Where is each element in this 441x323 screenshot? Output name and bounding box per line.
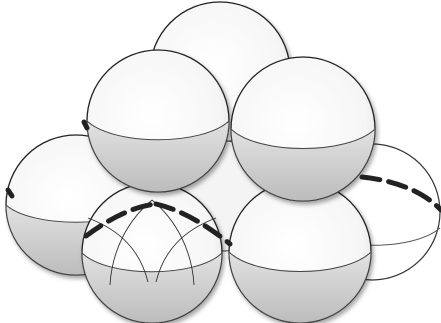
sphere-upper-left	[87, 50, 229, 192]
sphere-front-right	[229, 181, 371, 323]
dashed-edge-left-stub	[8, 190, 12, 196]
sphere-upper-right	[231, 57, 375, 201]
dashed-edge-upper-stub	[84, 122, 87, 128]
